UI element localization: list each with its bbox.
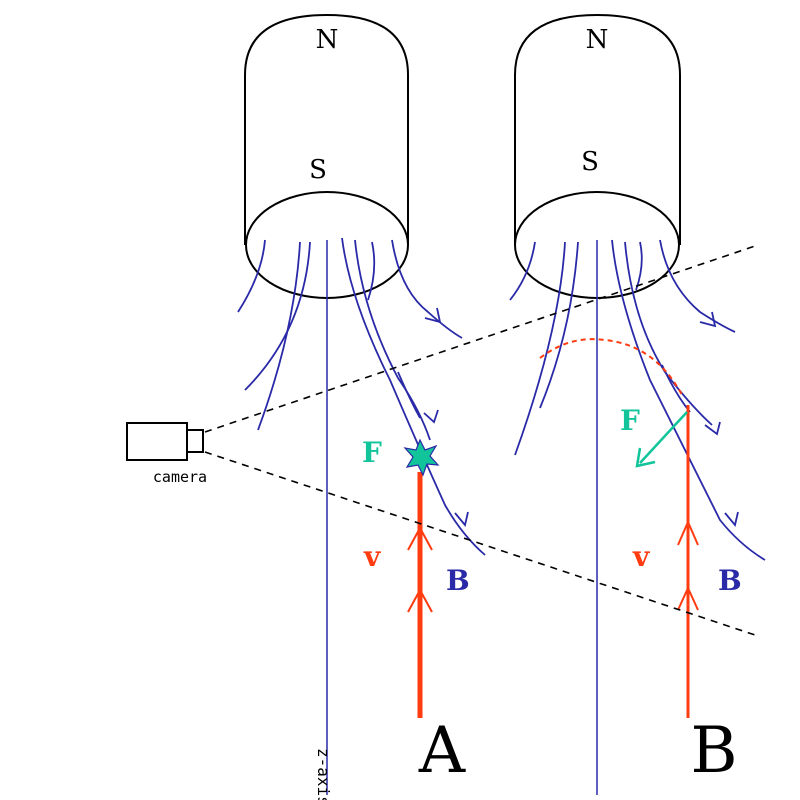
velocity-arrow-a [407,472,433,718]
force-label-b: F [620,404,640,437]
trajectory-b [539,338,683,396]
sight-line-lower [204,451,759,637]
field-label-a: B [446,564,470,597]
velocity-label-a: v [363,540,381,573]
field-label-b: B [718,564,742,597]
velocity-label-b: v [632,540,650,573]
panel-label-b: B [690,714,737,788]
south-pole-label-b: S [581,147,599,177]
force-label-a: F [362,436,382,469]
camera [126,422,204,461]
south-pole-label-a: S [309,155,327,185]
north-pole-label-b: N [586,25,609,55]
north-pole-label-a: N [316,25,339,55]
sight-line-upper [204,244,759,433]
z-axis-label: z-axis [314,748,333,800]
field-lines-a [237,237,486,556]
force-marker-a [403,438,440,477]
velocity-arrow-b [677,405,699,718]
camera-label: camera [153,468,207,486]
panel-label-a: A [418,714,466,788]
force-arrow-b [635,411,688,468]
